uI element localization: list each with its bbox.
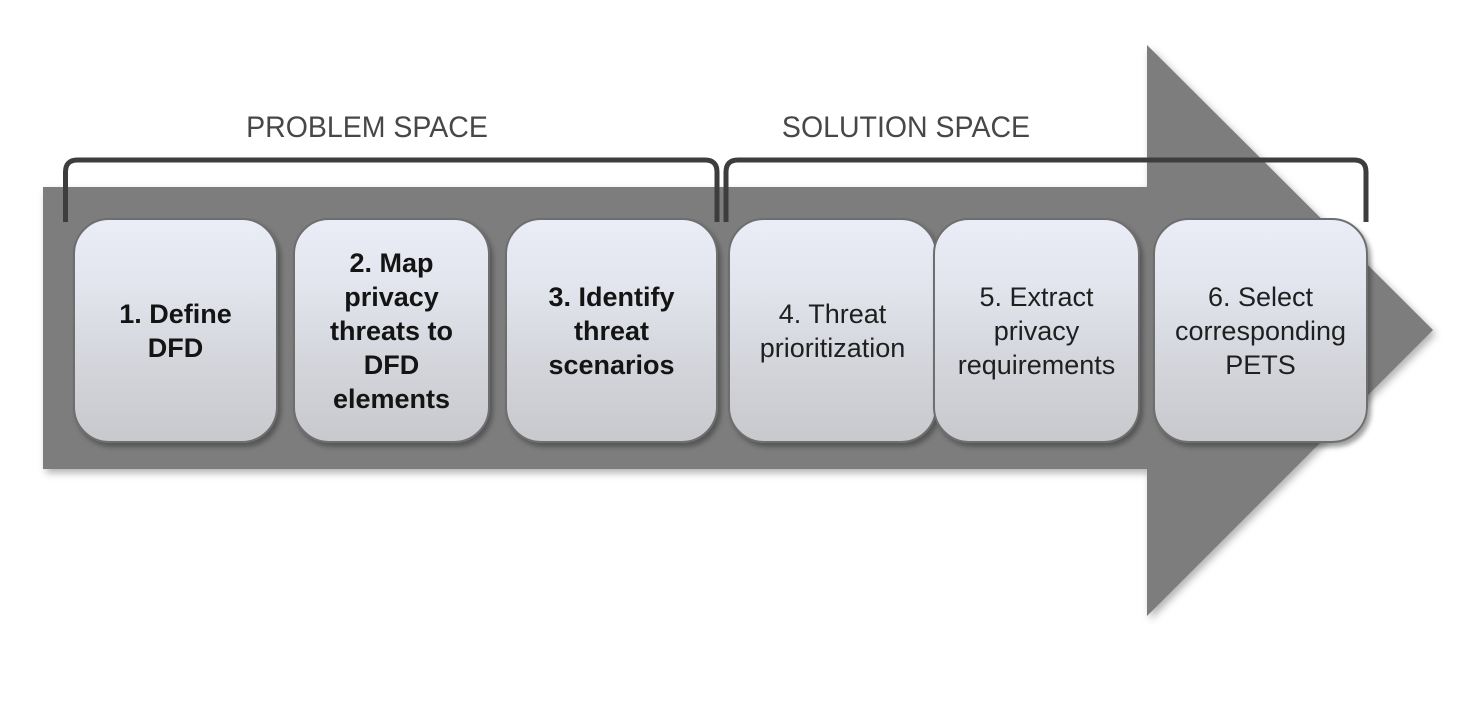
step-box-threat-prioritization: 4. Threat prioritization [728, 218, 937, 443]
problem-space-title: PROBLEM SPACE [246, 111, 488, 144]
step-label: 3. Identify threat scenarios [548, 281, 675, 380]
step-box-define-dfd: 1. Define DFD [73, 218, 278, 443]
step-label: 5. Extract privacy requirements [957, 281, 1116, 380]
solution-space-title: SOLUTION SPACE [781, 111, 1031, 144]
step-label: 4. Threat prioritization [759, 298, 906, 363]
step-box-extract-privacy-requirements: 5. Extract privacy requirements [933, 218, 1140, 443]
solution-space-bracket [723, 157, 1369, 222]
step-label: 6. Select corresponding PETS [1174, 281, 1347, 380]
step-box-map-privacy-threats: 2. Map privacy threats to DFD elements [293, 218, 490, 443]
problem-space-bracket [63, 157, 720, 222]
step-label: 1. Define DFD [119, 298, 232, 363]
step-box-identify-threat-scenarios: 3. Identify threat scenarios [505, 218, 718, 443]
step-label: 2. Map privacy threats to DFD elements [329, 247, 454, 414]
step-box-select-corresponding-pets: 6. Select corresponding PETS [1153, 218, 1368, 443]
